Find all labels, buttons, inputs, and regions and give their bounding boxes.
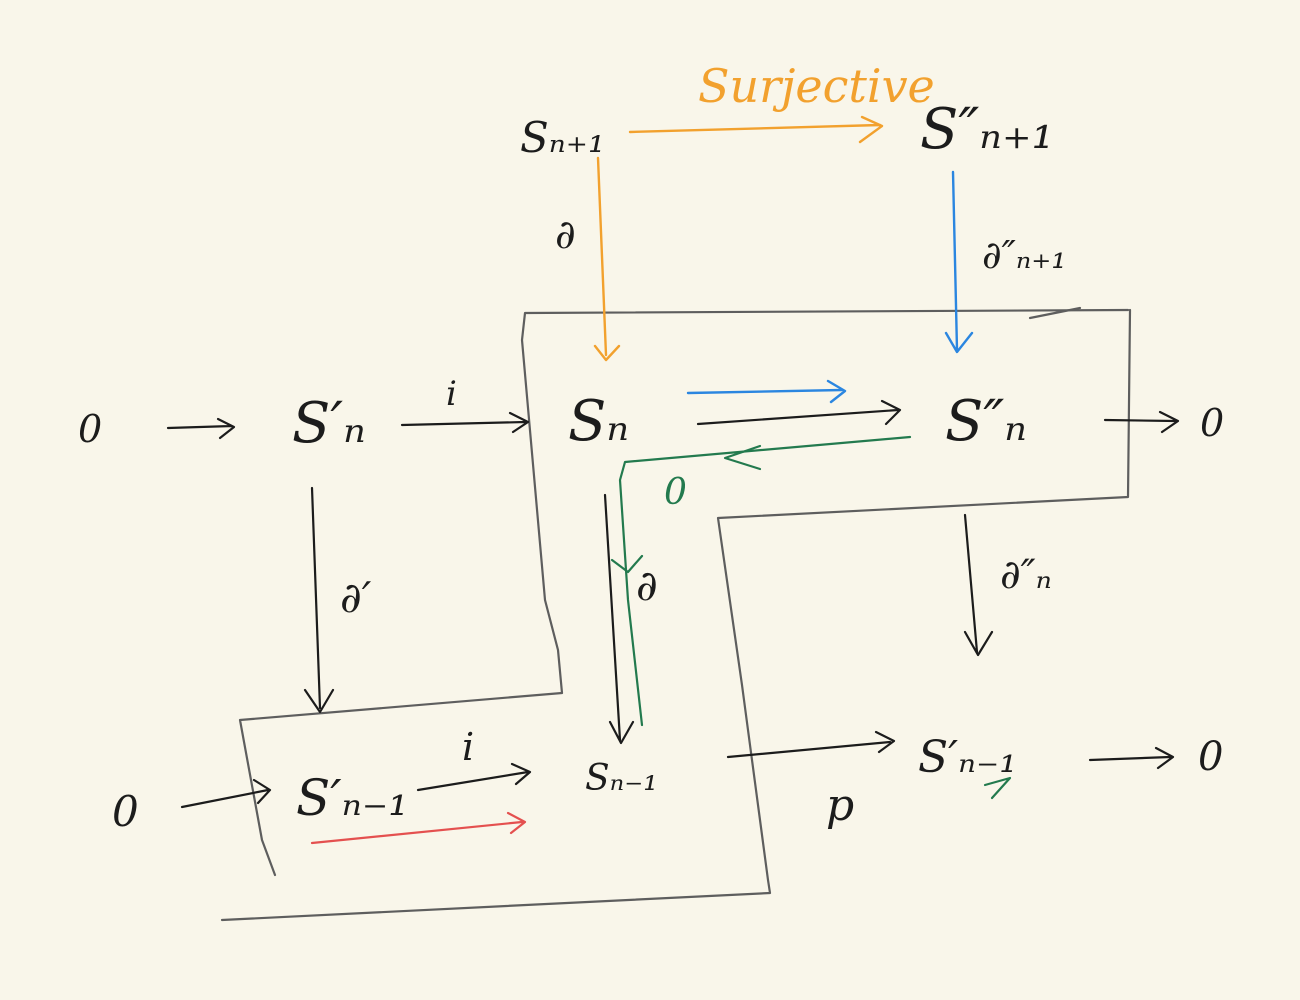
boundary-mid-arrow xyxy=(603,493,635,745)
node-zero-right-mid: 0 xyxy=(1200,401,1224,445)
boundary-dprime-n-plus-1-arrow xyxy=(944,170,974,354)
surjective-arrow xyxy=(628,115,884,144)
snake-outline xyxy=(220,308,1132,922)
s-dprime-n-to-zero-arrow xyxy=(1103,410,1180,434)
node-s-dprime-n-plus-1: S″ₙ₊₁ xyxy=(920,97,1054,162)
s-n-to-s-dprime-n-arrow xyxy=(696,399,902,426)
p-arrow xyxy=(726,730,896,759)
surjective-label: Surjective xyxy=(698,59,935,113)
green-zero-path xyxy=(618,435,912,727)
node-s-n-plus-1: Sₙ₊₁ xyxy=(520,113,605,162)
inclusion-bottom-arrow xyxy=(416,762,532,792)
s-prime-n-minus-1-to-zero-arrow xyxy=(1088,746,1175,770)
boundary-prime-arrow xyxy=(303,486,335,714)
boundary-dprime-n-label: ∂″ₙ xyxy=(1000,552,1052,598)
node-s-prime-n: S′ₙ xyxy=(292,391,366,456)
boundary-top-label: ∂ xyxy=(555,212,576,258)
node-s-dprime-n: S″ₙ xyxy=(945,389,1027,454)
green-tick xyxy=(610,554,644,574)
p-label: p xyxy=(826,780,854,831)
inclusion-top-arrow xyxy=(400,411,530,434)
zero-green-label: 0 xyxy=(664,472,687,513)
boundary-mid-label: ∂ xyxy=(636,561,658,610)
node-zero-right-bottom: 0 xyxy=(1198,734,1223,780)
zero-to-s-prime-n-minus-1-arrow xyxy=(180,778,272,809)
node-s-prime-n-minus-1-right: S′ₙ₋₁ xyxy=(918,732,1017,783)
node-zero-left-mid: 0 xyxy=(78,407,102,451)
green-arrowhead xyxy=(723,444,762,471)
snake-outline-hook xyxy=(1028,306,1082,320)
snake-outline-top xyxy=(238,308,1130,877)
inclusion-top-label: i xyxy=(446,374,457,414)
node-zero-left-bottom: 0 xyxy=(112,787,139,836)
boundary-dprime-n-arrow xyxy=(963,513,994,657)
inclusion-bottom-label: i xyxy=(462,725,474,769)
boundary-prime-label: ∂′ xyxy=(340,573,372,622)
zero-to-s-prime-n-arrow xyxy=(166,417,236,440)
boundary-top-arrow xyxy=(593,156,621,362)
blue-surjection-highlight xyxy=(686,379,847,404)
node-s-prime-n-minus-1: S′ₙ₋₁ xyxy=(296,769,408,827)
node-s-n-minus-1: Sₙ₋₁ xyxy=(585,758,658,799)
green-check-near-s-prime xyxy=(983,776,1012,800)
red-injection-highlight xyxy=(310,811,527,845)
boundary-dprime-n-plus-1-label: ∂″ₙ₊₁ xyxy=(982,233,1067,277)
node-s-n: Sₙ xyxy=(568,389,629,454)
